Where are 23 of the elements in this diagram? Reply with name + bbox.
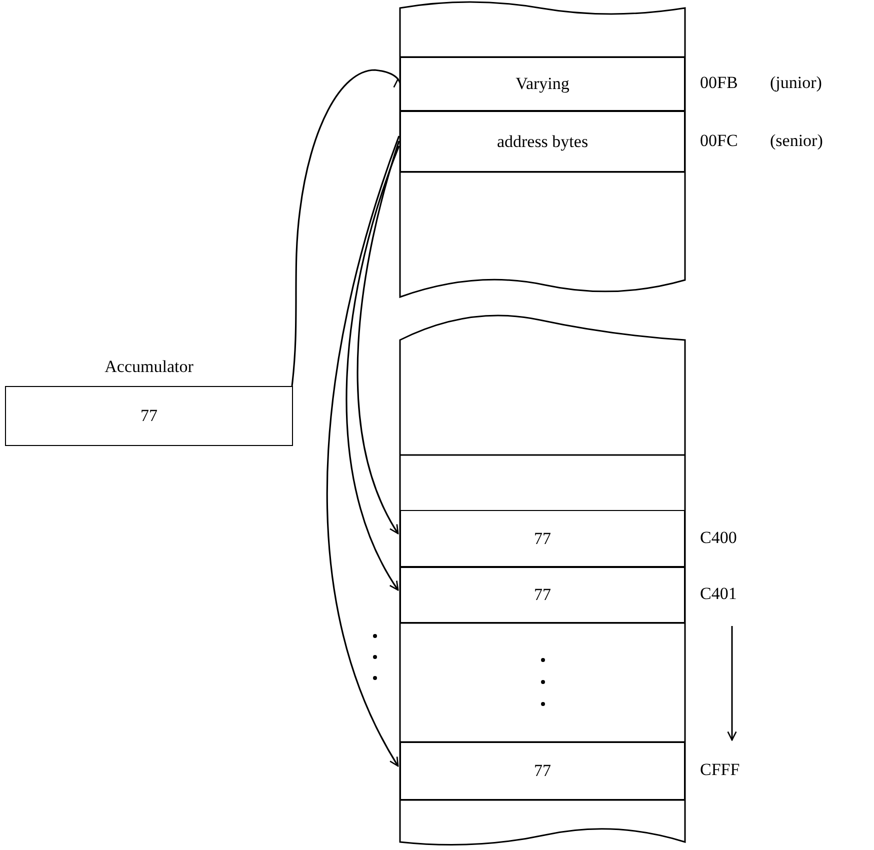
address-label: C400	[700, 528, 737, 548]
byte-role-label: (senior)	[770, 130, 823, 150]
arrow	[356, 140, 400, 534]
arrow	[326, 136, 400, 767]
memory-cell	[400, 111, 685, 172]
register-name: Accumulator	[104, 357, 194, 377]
address-label: 00FB	[700, 73, 738, 93]
memory-cell	[400, 57, 685, 111]
address-label: 00FC	[700, 130, 738, 150]
memory-cell	[400, 510, 685, 567]
cell-value: 77	[534, 528, 551, 548]
memory-cell	[400, 567, 685, 623]
cell-value: 77	[534, 761, 551, 781]
cell-value: 77	[534, 585, 551, 605]
arrow	[291, 69, 399, 386]
arrow	[346, 146, 400, 591]
cell-value: Varying	[516, 74, 570, 94]
cell-value: 77	[140, 406, 158, 426]
address-label: C401	[700, 584, 737, 604]
cell-value: address bytes	[496, 132, 588, 152]
memory-cell	[400, 742, 685, 800]
address-label: CFFF	[700, 760, 740, 780]
byte-role-label: (junior)	[770, 73, 822, 93]
